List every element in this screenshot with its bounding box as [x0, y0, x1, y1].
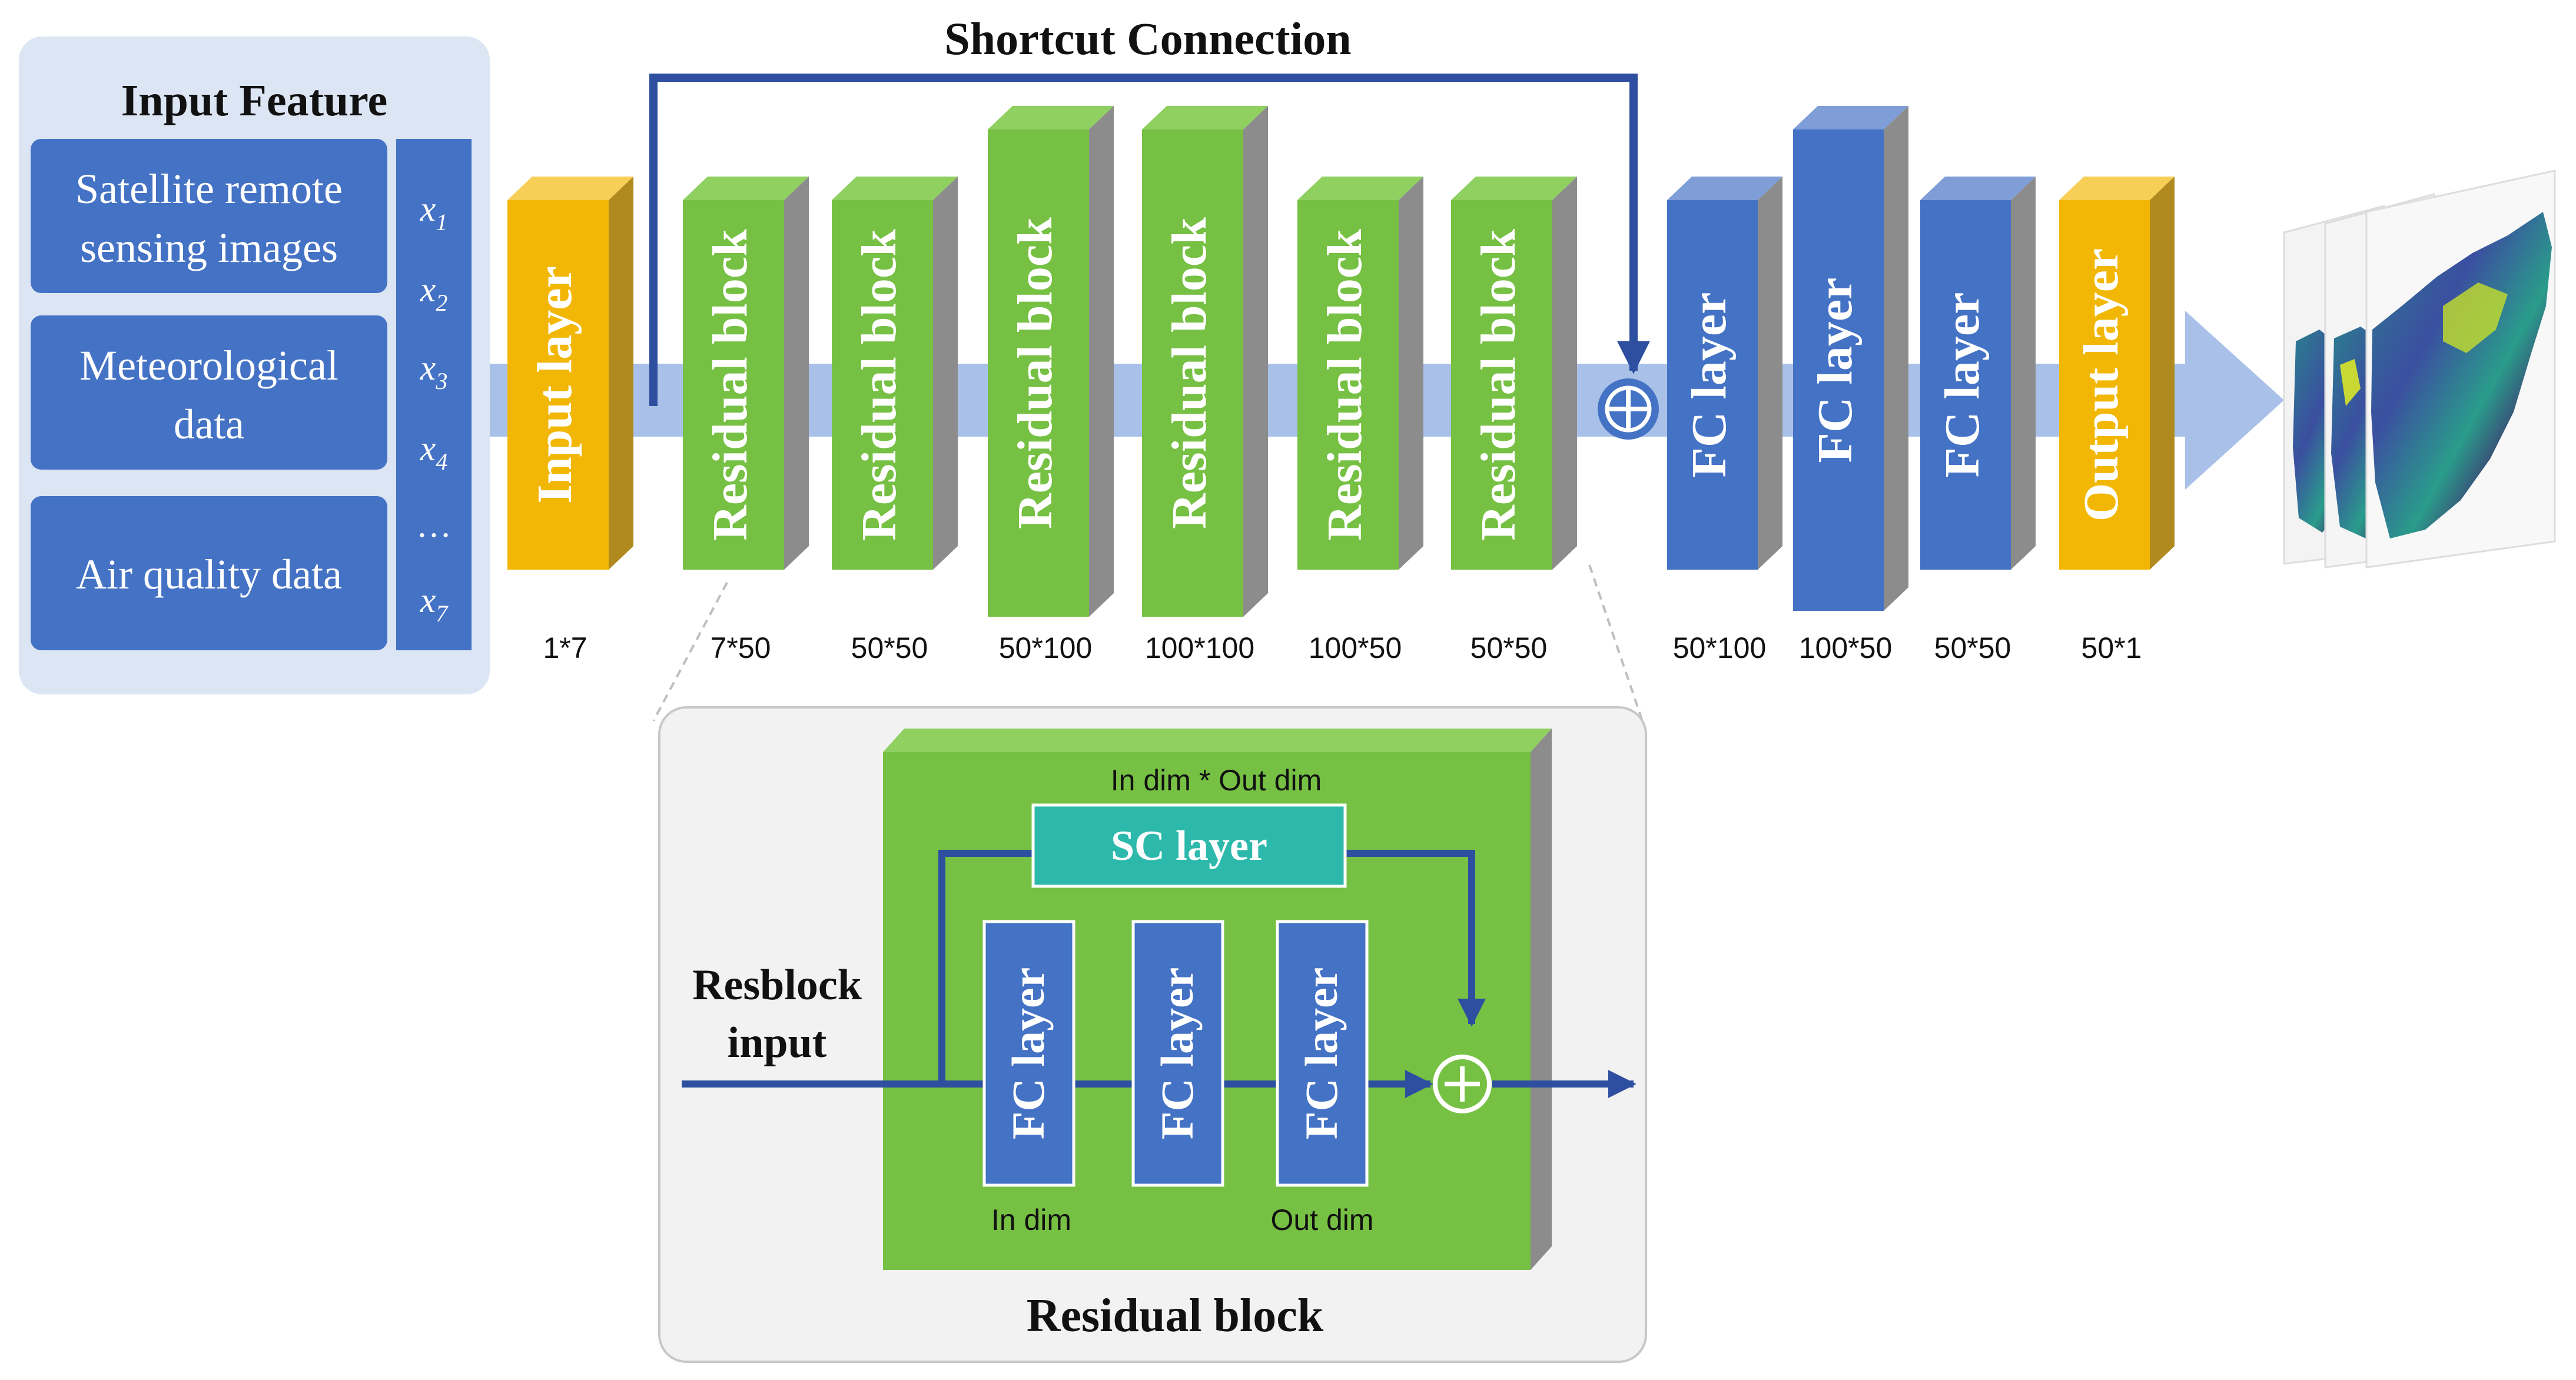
layer-blue-block: FC layer — [1667, 177, 1782, 570]
input-source-label: data — [174, 401, 244, 448]
detail-fc-layer: FC layer — [1276, 920, 1369, 1187]
resblock-input-label: input — [728, 1019, 827, 1067]
layer-dimension-label: 50*50 — [1470, 631, 1548, 664]
layer-label: FC layer — [1935, 292, 1990, 478]
inner-add-node — [1433, 1055, 1492, 1113]
layer-dimension-label: 1*7 — [543, 631, 587, 664]
resblock-input-label: Resblock — [692, 961, 862, 1009]
detail-fc-layer: FC layer — [1131, 920, 1224, 1187]
layer-green-block: Residual block — [988, 106, 1114, 617]
shortcut-connection-arrow — [649, 74, 1650, 406]
input-source-satellite: Satellite remote sensing images — [31, 139, 387, 293]
detail-fc-layer-label: FC layer — [1002, 967, 1054, 1139]
layer-label: FC layer — [1808, 278, 1863, 463]
residual-block-detail: In dim * Out dim SC layer Resblock input… — [658, 706, 1647, 1363]
sc-dim-label: In dim * Out dim — [1111, 764, 1322, 797]
input-source-label: Meteorological — [79, 342, 338, 389]
layer-dimension-label: 50*100 — [1673, 631, 1767, 664]
sc-layer-box — [1031, 803, 1347, 888]
flow-arrow-head — [2185, 311, 2284, 490]
layer-stack: Input layer 1*7 Residual block 7*50 Residual… — [507, 106, 2175, 664]
layer-dimension-label: 100*50 — [1309, 631, 1402, 664]
layer-green-block: Residual block — [832, 177, 958, 570]
layer-green-block: Residual block — [1451, 177, 1577, 570]
input-feature-title: Input Feature — [121, 76, 388, 125]
sc-layer-label: SC layer — [1111, 822, 1267, 869]
input-source-label: sensing images — [80, 224, 338, 271]
residual-block-title: Residual block — [1027, 1290, 1324, 1342]
layer-label: FC layer — [1682, 292, 1737, 478]
detail-fc-layer-label: FC layer — [1151, 967, 1203, 1139]
output-maps — [2283, 169, 2556, 568]
layer-dimension-label: 100*100 — [1145, 631, 1254, 664]
layer-dimension-label: 50*100 — [999, 631, 1093, 664]
layer-green-block: Residual block — [683, 177, 809, 570]
layer-label: Residual block — [1317, 229, 1372, 541]
detail-fc-layer: FC layer — [982, 920, 1075, 1187]
layer-label: Input layer — [527, 266, 582, 504]
layer-label: Residual block — [703, 229, 758, 541]
layer-dimension-label: 50*1 — [2082, 631, 2142, 664]
layer-label: Output layer — [2074, 248, 2129, 521]
input-source-label: Satellite remote — [75, 165, 343, 212]
layer-orange-block: Input layer — [507, 177, 633, 570]
input-source-meteorological: Meteorological data — [31, 315, 387, 470]
layer-dimension-label: 7*50 — [711, 631, 771, 664]
layer-green-block: Residual block — [1142, 106, 1268, 617]
layer-blue-block: FC layer — [1920, 177, 2036, 570]
layer-blue-block: FC layer — [1793, 106, 1908, 611]
layer-dimension-label: 50*50 — [1934, 631, 2011, 664]
shortcut-connection-title: Shortcut Connection — [944, 13, 1351, 64]
input-variable-label: x4 — [420, 429, 448, 475]
zoom-line-left — [652, 582, 728, 721]
input-variable-label: … — [416, 506, 452, 544]
layer-label: Residual block — [1471, 229, 1526, 541]
layer-label: Residual block — [852, 229, 907, 541]
detail-fc-layer-label: FC layer — [1296, 967, 1347, 1139]
zoom-line-right — [1588, 564, 1644, 721]
in-dim-label: In dim — [991, 1203, 1071, 1236]
input-source-air-quality: Air quality data — [31, 496, 387, 650]
input-variable-column — [396, 139, 472, 650]
shortcut-add-node — [1598, 378, 1659, 440]
layer-label: Residual block — [1008, 217, 1063, 529]
layer-orange-block: Output layer — [2059, 177, 2175, 570]
layer-dimension-label: 100*50 — [1799, 631, 1893, 664]
out-dim-label: Out dim — [1270, 1203, 1373, 1236]
layer-label: Residual block — [1162, 217, 1217, 529]
layer-dimension-label: 50*50 — [851, 631, 928, 664]
layer-green-block: Residual block — [1297, 177, 1423, 570]
input-source-label: Air quality data — [76, 551, 342, 598]
